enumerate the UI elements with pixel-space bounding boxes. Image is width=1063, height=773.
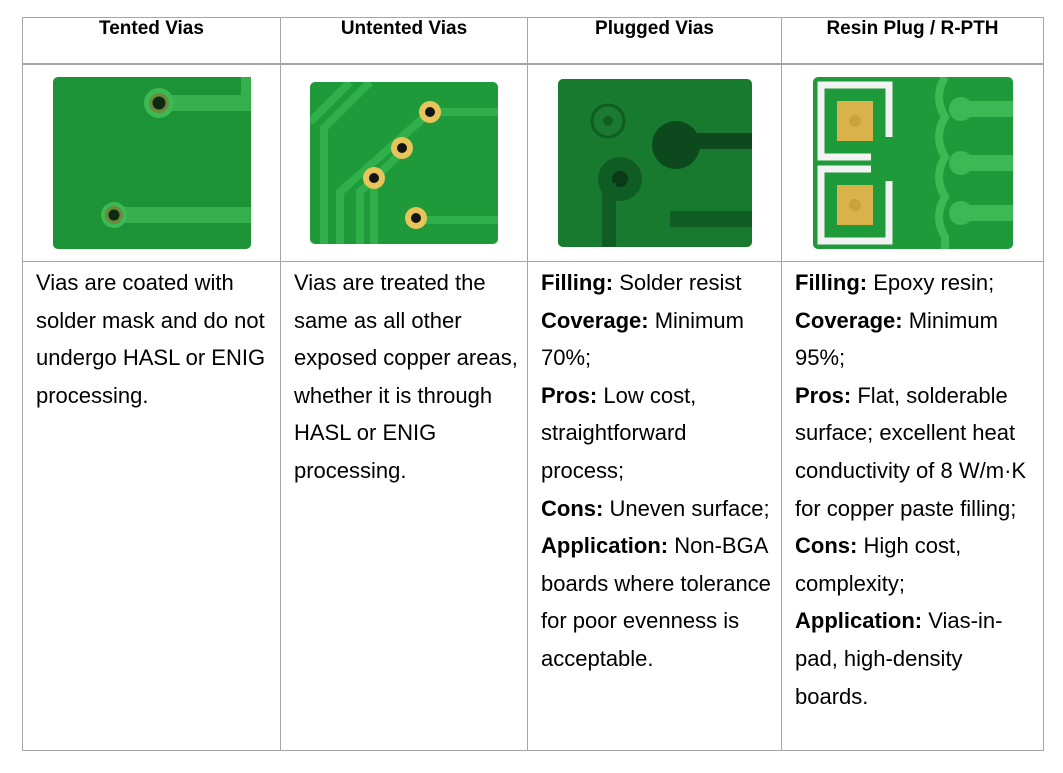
value: Solder resist bbox=[613, 270, 742, 295]
header-untented-vias: Untented Vias bbox=[280, 17, 528, 65]
label: Pros: bbox=[795, 382, 852, 408]
image-cell-resin-plug bbox=[781, 63, 1044, 262]
value: Flat, solderable surface; excellent heat… bbox=[795, 382, 1027, 521]
plugged-application: Application: Non-BGA boards where tolera… bbox=[541, 527, 775, 677]
value: Low cost, straightforward process; bbox=[541, 382, 697, 483]
image-cell-untented bbox=[280, 63, 528, 262]
header-plugged-vias: Plugged Vias bbox=[527, 17, 782, 65]
label: Coverage: bbox=[795, 307, 903, 333]
pcb-untented-vias-photo bbox=[310, 82, 498, 244]
value: Minimum 95%; bbox=[795, 307, 998, 371]
image-row bbox=[22, 63, 1044, 262]
resin-filling: Filling: Epoxy resin; bbox=[795, 264, 1037, 302]
value: Uneven surface; bbox=[603, 495, 770, 521]
plugged-coverage: Coverage: Minimum 70%; bbox=[541, 302, 775, 377]
plugged-pros: Pros: Low cost, straightforward process; bbox=[541, 377, 775, 490]
value: High cost, complexity; bbox=[795, 533, 962, 596]
via-comparison-table: Tented Vias Untented Vias Plugged Vias R… bbox=[22, 17, 1044, 751]
value: Vias-in-pad, high-density boards. bbox=[795, 608, 1003, 709]
plugged-cons: Cons: Uneven surface; bbox=[541, 490, 775, 528]
pcb-resin-plug-photo bbox=[812, 77, 1013, 249]
pcb-plugged-vias-photo bbox=[557, 79, 752, 247]
desc-resin-plug: Filling: Epoxy resin; Coverage: Minimum … bbox=[781, 261, 1044, 751]
value: Minimum 70%; bbox=[541, 307, 744, 371]
desc-tented-text: Vias are coated with solder mask and do … bbox=[36, 270, 266, 408]
pcb-tented-vias-photo bbox=[52, 77, 251, 249]
label: Application: bbox=[795, 608, 923, 634]
label: Filling: bbox=[795, 270, 868, 295]
text-row: Vias are coated with solder mask and do … bbox=[22, 261, 1044, 751]
header-resin-plug: Resin Plug / R-PTH bbox=[781, 17, 1044, 65]
resin-pros: Pros: Flat, solderable surface; excellen… bbox=[795, 377, 1037, 527]
value: Epoxy resin; bbox=[867, 270, 995, 295]
resin-coverage: Coverage: Minimum 95%; bbox=[795, 302, 1037, 377]
desc-tented: Vias are coated with solder mask and do … bbox=[22, 261, 281, 751]
label: Filling: bbox=[541, 270, 614, 295]
resin-application: Application: Vias-in-pad, high-density b… bbox=[795, 602, 1037, 715]
header-tented-vias: Tented Vias bbox=[22, 17, 281, 65]
resin-cons: Cons: High cost, complexity; bbox=[795, 527, 1037, 602]
plugged-filling: Filling: Solder resist bbox=[541, 264, 775, 302]
desc-untented-text: Vias are treated the same as all other e… bbox=[294, 270, 518, 483]
image-cell-tented bbox=[22, 63, 281, 262]
label: Application: bbox=[541, 533, 669, 559]
label: Pros: bbox=[541, 382, 598, 408]
label: Cons: bbox=[541, 495, 604, 521]
label: Cons: bbox=[795, 533, 858, 559]
image-cell-plugged bbox=[527, 63, 782, 262]
header-row: Tented Vias Untented Vias Plugged Vias R… bbox=[22, 17, 1044, 65]
value: Non-BGA boards where tolerance for poor … bbox=[541, 533, 771, 671]
desc-untented: Vias are treated the same as all other e… bbox=[280, 261, 528, 751]
label: Coverage: bbox=[541, 307, 649, 333]
desc-plugged: Filling: Solder resist Coverage: Minimum… bbox=[527, 261, 782, 751]
